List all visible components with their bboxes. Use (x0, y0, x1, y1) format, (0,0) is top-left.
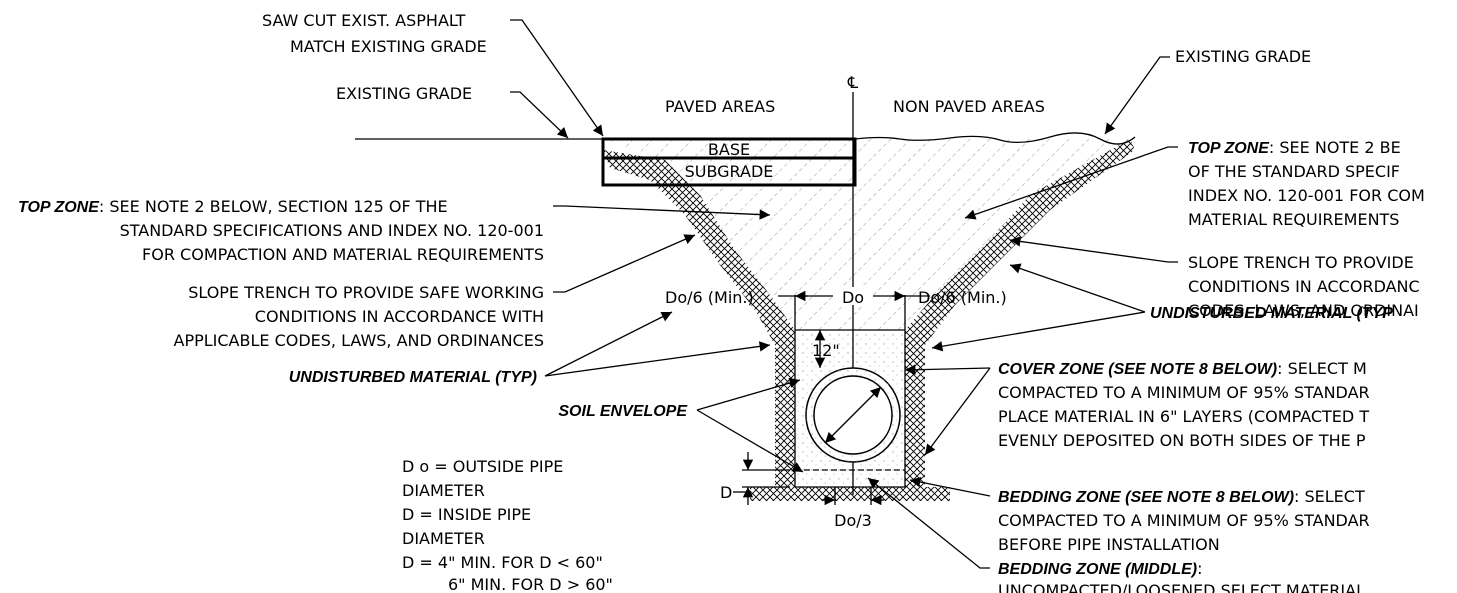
cover-zone-leader-2 (924, 367, 991, 456)
non-paved-areas-label: NON PAVED AREAS (893, 97, 1045, 116)
paved-areas-label: PAVED AREAS (665, 97, 775, 116)
d-dim-label: D (720, 483, 732, 502)
top-zone-left-leader (553, 205, 771, 220)
saw-cut-leader (510, 19, 604, 137)
soil-hatch-bottom (750, 487, 950, 501)
cover-zone-line1: COVER ZONE (SEE NOTE 8 BELOW): SELECT M (998, 359, 1367, 378)
do6-right-label: Do/6 (Min.) (918, 288, 1007, 307)
legend-line4: DIAMETER (402, 529, 485, 548)
existing-grade-wavy (854, 132, 1136, 145)
subgrade-label: SUBGRADE (685, 162, 774, 181)
legend-line2: DIAMETER (402, 481, 485, 500)
base-label: BASE (708, 140, 750, 159)
bedding-middle-leader (867, 477, 990, 569)
soil-envelope-leader-2 (696, 409, 804, 473)
legend-line5: D = 4" MIN. FOR D < 60" (402, 553, 603, 572)
soil-hatch-right (905, 139, 1135, 487)
do-label-bg (833, 287, 873, 305)
top-zone-left-line2: STANDARD SPECIFICATIONS AND INDEX NO. 12… (120, 221, 544, 240)
top-zone-fill (603, 139, 1130, 330)
pipe-diameter-line (824, 386, 882, 444)
undisturbed-right-leader-1 (1009, 263, 1146, 313)
saw-cut-line1: SAW CUT EXIST. ASPHALT (262, 11, 466, 30)
undisturbed-left-leader-2 (544, 341, 771, 377)
do6-left-label: Do/6 (Min.) (665, 288, 754, 307)
undisturbed-left-label: UNDISTURBED MATERIAL (TYP) (289, 369, 537, 386)
legend-line6: 6" MIN. FOR D > 60" (448, 575, 613, 593)
soil-hatch-left (603, 150, 795, 487)
existing-grade-right-leader (1104, 56, 1170, 135)
do-dim-label: Do (842, 288, 864, 307)
cover-zone-line3: PLACE MATERIAL IN 6" LAYERS (COMPACTED T (998, 407, 1369, 426)
subgrade-layer (601, 156, 857, 187)
bedding-zone-line3: BEFORE PIPE INSTALLATION (998, 535, 1220, 554)
bedding-zone-line2: COMPACTED TO A MINIMUM OF 95% STANDAR (998, 511, 1370, 530)
centerline-symbol: ℄ (847, 73, 859, 92)
saw-cut-line2: MATCH EXISTING GRADE (290, 37, 487, 56)
top-zone-right-line2: OF THE STANDARD SPECIF (1188, 162, 1400, 181)
slope-left-leader (553, 234, 696, 293)
bedding-middle-line2: UNCOMPACTED/LOOSENED SELECT MATERIAL (998, 581, 1365, 593)
top-zone-left-line3: FOR COMPACTION AND MATERIAL REQUIREMENTS (142, 245, 544, 264)
bedding-zone-leader (909, 476, 991, 497)
existing-grade-right-label: EXISTING GRADE (1175, 47, 1311, 66)
bedding-zone-line1: BEDDING ZONE (SEE NOTE 8 BELOW): SELECT (998, 487, 1365, 506)
do3-label: Do/3 (834, 511, 872, 530)
bedding-middle-line1: BEDDING ZONE (MIDDLE): (998, 559, 1203, 578)
cover-zone-line2: COMPACTED TO A MINIMUM OF 95% STANDAR (998, 383, 1370, 402)
top-zone-left-line1: TOP ZONE: SEE NOTE 2 BELOW, SECTION 125 … (18, 197, 448, 216)
slope-left-line3: APPLICABLE CODES, LAWS, AND ORDINANCES (174, 331, 545, 350)
slope-right-line2: CONDITIONS IN ACCORDANC (1188, 277, 1420, 296)
top-zone-right-leader (964, 146, 1178, 220)
slope-left-line1: SLOPE TRENCH TO PROVIDE SAFE WORKING (188, 283, 544, 302)
top-zone-right-line1: TOP ZONE: SEE NOTE 2 BE (1188, 138, 1401, 157)
slope-right-leader (1009, 236, 1178, 263)
undisturbed-right-leader-2 (931, 311, 1146, 352)
slope-left-line2: CONDITIONS IN ACCORDANCE WITH (255, 307, 544, 326)
undisturbed-right-label: UNDISTURBED MATERIAL (TYP (1150, 305, 1393, 322)
existing-grade-left-leader (510, 91, 569, 139)
legend-line3: D = INSIDE PIPE (402, 505, 531, 524)
top-zone-right-line4: MATERIAL REQUIREMENTS (1188, 210, 1399, 229)
legend-line1: D o = OUTSIDE PIPE (402, 457, 563, 476)
soil-envelope-label: SOIL ENVELOPE (558, 403, 688, 420)
soil-envelope-leader-1 (696, 377, 801, 411)
top-zone-right-line3: INDEX NO. 120-001 FOR COM (1188, 186, 1425, 205)
slope-right-line1: SLOPE TRENCH TO PROVIDE (1188, 253, 1414, 272)
cover-zone-line4: EVENLY DEPOSITED ON BOTH SIDES OF THE P (998, 431, 1366, 450)
slope-right-line3: CODES, LAWS, AND ORDINAI (1188, 301, 1419, 320)
undisturbed-left-leader-1 (544, 311, 673, 377)
existing-grade-left-label: EXISTING GRADE (336, 84, 472, 103)
twelve-in-label: 12" (812, 341, 840, 360)
cover-zone-leader-1 (904, 364, 991, 375)
